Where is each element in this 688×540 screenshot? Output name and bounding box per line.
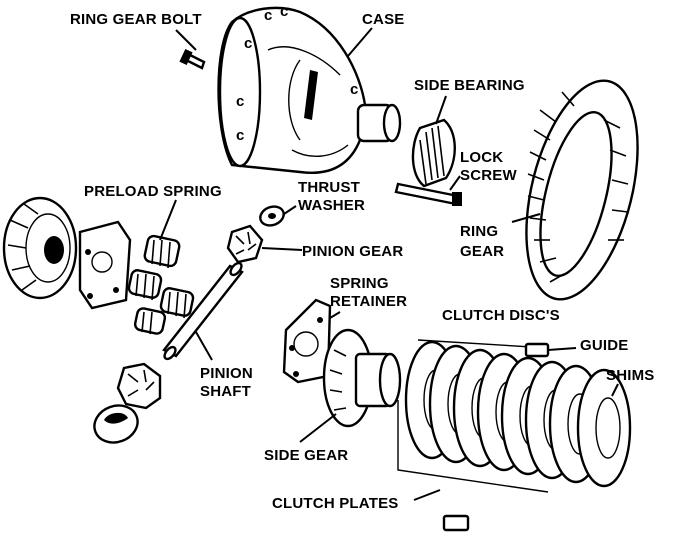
preload-spring [127, 269, 163, 301]
label-side-gear: SIDE GEAR [264, 447, 348, 464]
differential-case: c c c c c c [217, 3, 402, 174]
lower-guide [442, 514, 470, 532]
spring-retainer [282, 298, 332, 384]
guide [524, 342, 550, 358]
lower-thrust-washer [93, 404, 139, 444]
case-hole-mark: c [236, 127, 245, 144]
label-pinion: PINION [200, 365, 253, 382]
label-thrust: THRUST [298, 179, 360, 196]
label-ring-gear-bolt: RING GEAR BOLT [70, 11, 202, 28]
case-hole-mark: c [244, 35, 253, 52]
label-washer: WASHER [298, 197, 365, 214]
preload-spring [159, 287, 195, 319]
label-clutch-plates: CLUTCH PLATES [272, 495, 398, 512]
label-preload-spring: PRELOAD SPRING [84, 183, 222, 200]
label-clutch-discs: CLUTCH DISC'S [442, 307, 560, 324]
label-gear: GEAR [460, 243, 504, 260]
preload-spring [143, 234, 181, 269]
case-hole-mark: c [264, 7, 273, 24]
shim [576, 368, 632, 488]
label-shims: SHIMS [606, 367, 655, 384]
label-retainer: RETAINER [330, 293, 407, 310]
pinion-gear [226, 224, 264, 264]
pinion-shaft [162, 261, 244, 361]
ring-gear-bolt [179, 48, 206, 70]
preload-spring-plate [78, 220, 132, 310]
case-hole-mark: c [236, 93, 245, 110]
ring-gear [525, 79, 639, 301]
leader-lines [159, 27, 619, 501]
preload-spring [133, 307, 167, 335]
right-side-gear [322, 328, 402, 428]
left-side-gear [2, 196, 78, 300]
case-hole-mark: c [350, 81, 359, 98]
side-bearing [411, 118, 456, 188]
clutch-pack [397, 339, 632, 493]
label-screw: SCREW [460, 167, 517, 184]
label-case: CASE [362, 11, 404, 28]
label-spring: SPRING [330, 275, 389, 292]
preload-springs [127, 234, 195, 335]
label-pinion-gear: PINION GEAR [302, 243, 403, 260]
label-lock: LOCK [460, 149, 503, 166]
label-ring: RING [460, 223, 498, 240]
lock-screw [394, 182, 462, 206]
lower-pinion-gear [116, 362, 162, 410]
label-shaft: SHAFT [200, 383, 251, 400]
label-side-bearing: SIDE BEARING [414, 77, 525, 94]
case-hole-mark: c [280, 3, 289, 20]
label-guide: GUIDE [580, 337, 629, 354]
thrust-washer [259, 205, 285, 227]
